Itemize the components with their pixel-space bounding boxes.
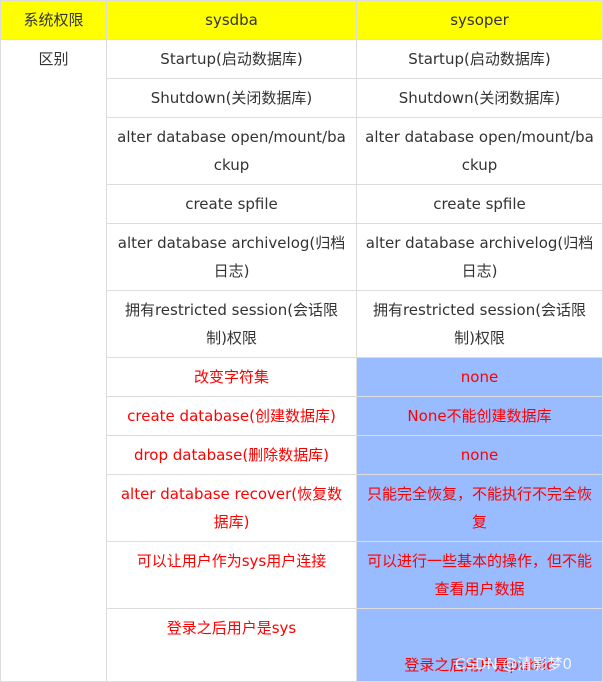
table-row: 登录之后用户是sys 登录之后用户是public CSDN @清影梦0	[1, 608, 603, 682]
table-row: 拥有restricted session(会话限制)权限 拥有restricte…	[1, 290, 603, 358]
sysoper-cell: 拥有restricted session(会话限制)权限	[356, 290, 603, 358]
table-row: 可以让用户作为sys用户连接 可以进行一些基本的操作，但不能查看用户数据	[1, 541, 603, 609]
sysdba-cell: alter database archivelog(归档日志)	[106, 223, 357, 291]
sysdba-cell: Shutdown(关闭数据库)	[106, 78, 357, 118]
header-row: 系统权限 sysdba sysoper	[0, 0, 603, 40]
sysoper-cell: None不能创建数据库	[356, 396, 603, 436]
sysoper-cell: 只能完全恢复，不能执行不完全恢复	[356, 474, 603, 542]
sysdba-cell: 改变字符集	[106, 357, 357, 397]
table-row: 改变字符集 none	[1, 357, 603, 397]
sysdba-cell: create database(创建数据库)	[106, 396, 357, 436]
table-row: drop database(删除数据库) none	[1, 435, 603, 475]
sysdba-cell: alter database open/mount/backup	[106, 117, 357, 185]
sysoper-cell: Startup(启动数据库)	[356, 39, 603, 79]
sysdba-cell: 可以让用户作为sys用户连接	[106, 541, 357, 609]
sysoper-cell: none	[356, 357, 603, 397]
header-sysoper: sysoper	[356, 0, 603, 40]
row-label-difference: 区别	[0, 39, 107, 682]
sysoper-cell: create spfile	[356, 184, 603, 224]
table-row: alter database open/mount/backup alter d…	[1, 117, 603, 185]
sysdba-cell: create spfile	[106, 184, 357, 224]
header-sysdba: sysdba	[106, 0, 357, 40]
sysoper-cell: Shutdown(关闭数据库)	[356, 78, 603, 118]
sysdba-cell: alter database recover(恢复数据库)	[106, 474, 357, 542]
sysdba-cell: Startup(启动数据库)	[106, 39, 357, 79]
sysoper-cell: 登录之后用户是public CSDN @清影梦0	[356, 608, 603, 682]
header-system-privilege: 系统权限	[0, 0, 107, 40]
watermark: CSDN @清影梦0	[455, 655, 573, 673]
sysdba-cell: drop database(删除数据库)	[106, 435, 357, 475]
sysdba-cell: 拥有restricted session(会话限制)权限	[106, 290, 357, 358]
sysoper-cell: alter database archivelog(归档日志)	[356, 223, 603, 291]
sysoper-cell: none	[356, 435, 603, 475]
table-row: create spfile create spfile	[1, 184, 603, 224]
sysoper-cell: alter database open/mount/backup	[356, 117, 603, 185]
sysoper-cell-text: 登录之后用户是public	[404, 656, 555, 674]
table-row: Shutdown(关闭数据库) Shutdown(关闭数据库)	[1, 78, 603, 118]
table-row: alter database archivelog(归档日志) alter da…	[1, 223, 603, 291]
table-row: 区别 Startup(启动数据库) Startup(启动数据库)	[0, 39, 603, 682]
sysoper-cell: 可以进行一些基本的操作，但不能查看用户数据	[356, 541, 603, 609]
sysdba-cell: 登录之后用户是sys	[106, 608, 357, 682]
table-row: alter database recover(恢复数据库) 只能完全恢复，不能执…	[1, 474, 603, 542]
